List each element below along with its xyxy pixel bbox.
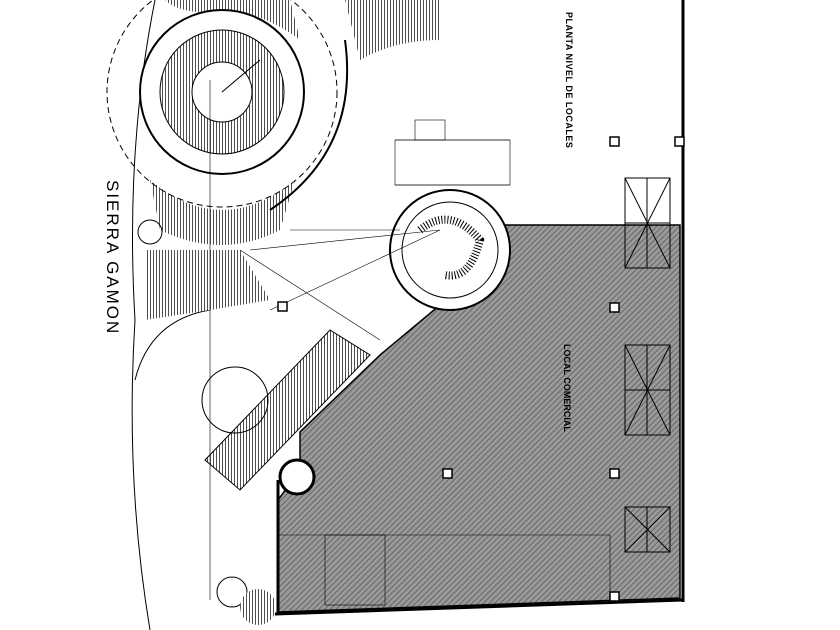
amphitheater-east bbox=[345, 0, 440, 60]
area-label: LOCAL COMERCIAL bbox=[562, 344, 572, 432]
plaza-arc bbox=[269, 39, 349, 211]
sidewalk-curve bbox=[134, 309, 211, 381]
stairs-diagonal bbox=[204, 329, 371, 491]
tree-planter bbox=[201, 366, 269, 434]
columns bbox=[277, 136, 685, 602]
column-round bbox=[278, 458, 316, 496]
property-line-bottom bbox=[274, 598, 684, 616]
amphitheater-south bbox=[150, 180, 295, 245]
dashed-outer-circle bbox=[106, 0, 338, 208]
street-label: SIERRA GAMON bbox=[103, 180, 122, 336]
round-stair bbox=[389, 189, 511, 311]
planter-corner bbox=[216, 576, 248, 608]
drawing-title: PLANTA NIVEL DE LOCALES bbox=[564, 12, 574, 149]
ramp-west bbox=[145, 250, 270, 320]
skylight-grids bbox=[624, 177, 671, 553]
construction-lines bbox=[209, 80, 611, 606]
amphitheater-north bbox=[165, 0, 300, 40]
shrub bbox=[240, 589, 276, 625]
planter-small bbox=[137, 219, 163, 245]
